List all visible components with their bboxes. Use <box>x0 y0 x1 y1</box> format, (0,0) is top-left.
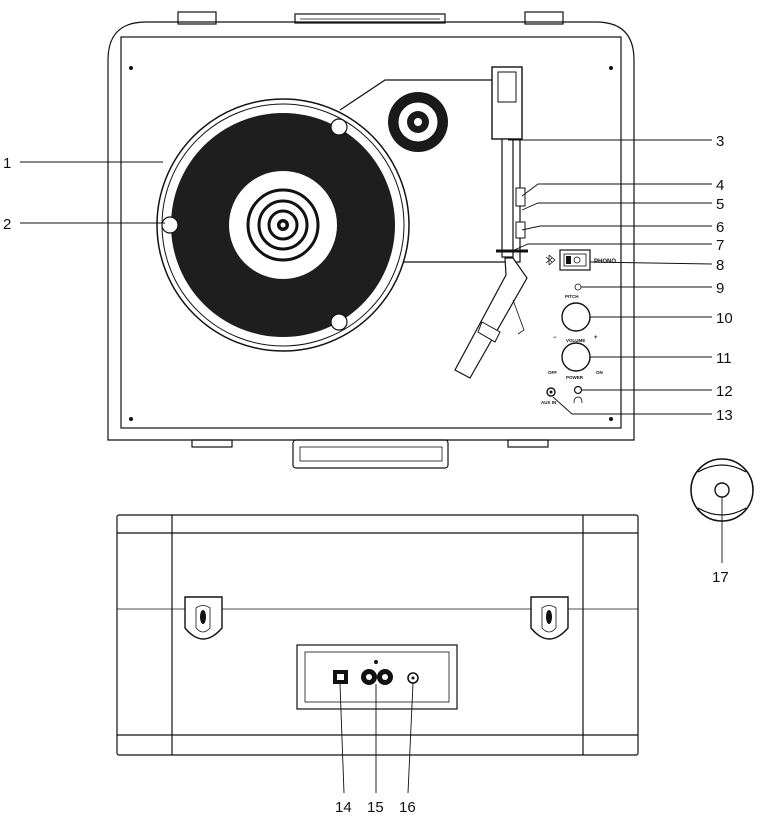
callout-13: 13 <box>716 407 733 424</box>
pitch-knob[interactable] <box>574 283 582 291</box>
speed-selector <box>515 187 526 207</box>
callout-11: 11 <box>716 350 732 367</box>
roller <box>161 216 179 234</box>
headphone-jack[interactable] <box>573 385 583 395</box>
roller <box>330 118 348 136</box>
tonearm <box>454 66 528 379</box>
headphone-icon <box>573 396 583 404</box>
case-outline <box>107 21 635 441</box>
back-view <box>116 514 639 756</box>
callout-5: 5 <box>716 196 724 213</box>
callout-17: 17 <box>712 569 729 586</box>
carry-handle <box>292 439 449 469</box>
adapter-holder <box>388 92 448 152</box>
top-hinge-left <box>177 11 217 25</box>
bottom-hinge-right <box>507 439 549 448</box>
screw <box>129 417 133 421</box>
callout-2: 2 <box>3 216 11 233</box>
callout-12: 12 <box>716 383 733 400</box>
label-minus: − <box>553 335 557 341</box>
screw <box>609 417 613 421</box>
callout-16: 16 <box>399 799 416 816</box>
auto-stop-switch <box>515 221 526 239</box>
deck-plate <box>120 36 622 429</box>
rca-dot <box>374 660 378 664</box>
label-aux-in: AUX IN <box>541 400 556 405</box>
power-knob[interactable] <box>561 342 591 372</box>
volume-knob[interactable] <box>561 302 591 332</box>
counterweight <box>491 66 523 140</box>
callout-15: 15 <box>367 799 384 816</box>
platter <box>156 98 410 352</box>
label-plus: + <box>594 335 598 341</box>
label-volume: VOLUME <box>566 338 585 343</box>
leader-lines <box>20 139 723 794</box>
callout-10: 10 <box>716 310 733 327</box>
callouts: 1 2 3 4 5 6 7 8 9 10 11 12 13 14 15 16 1… <box>3 133 733 816</box>
callout-4: 4 <box>716 177 724 194</box>
callout-14: 14 <box>335 799 352 816</box>
tonearm-tube <box>501 138 514 258</box>
label-off: OFF <box>548 370 557 375</box>
top-view: PHONO PITCH − VOLUME + OFF POWER ON AUX … <box>107 11 635 469</box>
callout-1: 1 <box>3 155 11 172</box>
latch-right <box>530 596 569 640</box>
back-case-outline <box>116 514 639 756</box>
callout-7: 7 <box>716 237 724 254</box>
callout-6: 6 <box>716 219 724 236</box>
control-panel: PHONO PITCH − VOLUME + OFF POWER ON AUX … <box>541 249 616 405</box>
top-latch-strip <box>294 13 446 24</box>
record-adapter <box>690 458 754 522</box>
label-power: POWER <box>566 375 584 380</box>
latch-left <box>184 596 223 640</box>
tonearm-headshell-arm <box>454 257 528 379</box>
roller <box>330 313 348 331</box>
callout-9: 9 <box>716 280 724 297</box>
bottom-hinge-left <box>191 439 233 448</box>
bluetooth-icon <box>545 254 556 266</box>
bt-phono-switch[interactable] <box>559 249 591 271</box>
label-pitch: PITCH <box>565 294 579 299</box>
callout-3: 3 <box>716 133 724 150</box>
screw <box>609 66 613 70</box>
rear-panel <box>296 644 458 710</box>
top-hinge-right <box>524 11 564 25</box>
screw <box>129 66 133 70</box>
label-on: ON <box>596 370 603 375</box>
callout-8: 8 <box>716 257 724 274</box>
